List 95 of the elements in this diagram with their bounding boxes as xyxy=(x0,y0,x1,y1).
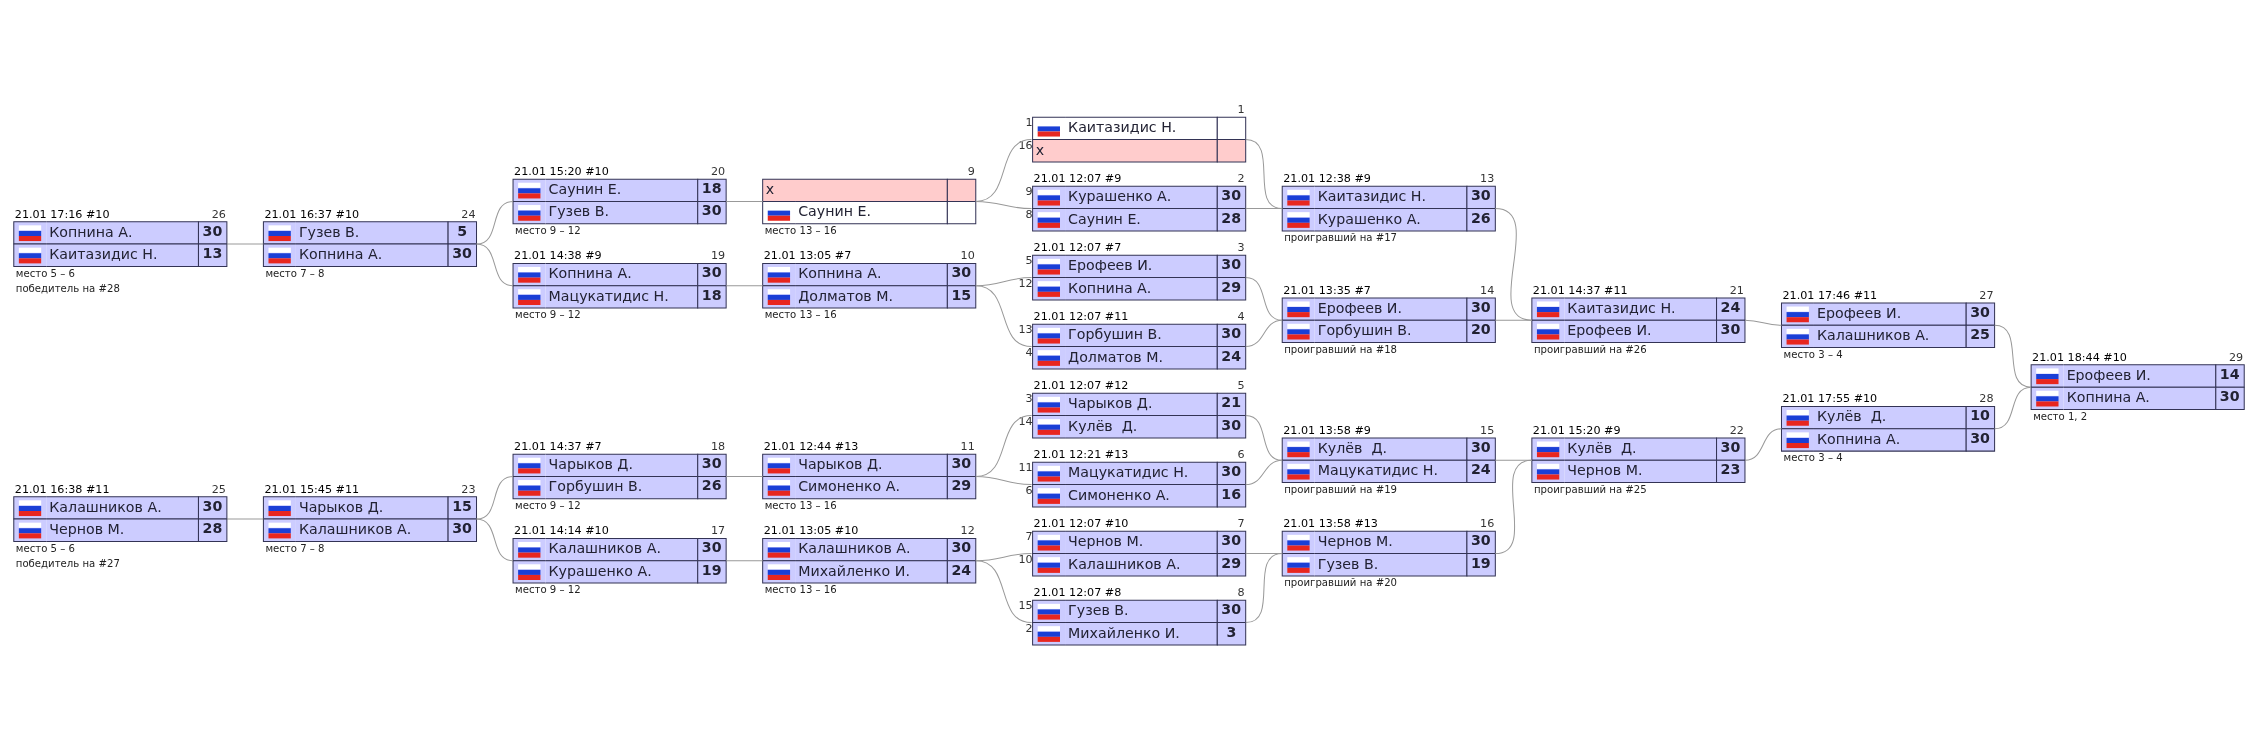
node-label: 20 xyxy=(710,164,726,178)
node-label: 7 xyxy=(1025,530,1033,544)
node-label: проигравший на #20 xyxy=(1284,577,1398,589)
node-label: место 13 – 16 xyxy=(764,224,837,236)
node-label: 5 xyxy=(1237,379,1245,393)
node-label: 6 xyxy=(1025,483,1033,497)
node-label: 21.01 17:16 #10 xyxy=(14,207,110,221)
node-label: 21.01 16:37 #10 xyxy=(264,207,360,221)
node-label: 4 xyxy=(1237,310,1245,324)
node-label: 11 xyxy=(960,439,975,453)
node-label: 27 xyxy=(1979,288,1994,302)
node-label: 14 xyxy=(1480,283,1495,297)
node-label: 21.01 15:20 #10 xyxy=(514,164,609,178)
node-label: 15 xyxy=(1480,423,1495,437)
node-label: 1 xyxy=(1237,103,1245,116)
node-label: 19 xyxy=(710,249,726,263)
node-label: 8 xyxy=(1025,207,1033,221)
node-label: 21.01 17:55 #10 xyxy=(1782,392,1878,406)
node-label: 28 xyxy=(1979,392,1994,406)
node-label: 2 xyxy=(1237,172,1245,186)
node-label: 21.01 13:58 #13 xyxy=(1283,517,1378,531)
node-label: 21.01 12:38 #9 xyxy=(1283,172,1371,186)
node-label: 4 xyxy=(1025,345,1033,359)
node-label: место 13 – 16 xyxy=(764,584,837,596)
node-label: 10 xyxy=(1018,552,1033,566)
node-label: место 9 – 12 xyxy=(515,499,581,511)
node-label: 21.01 18:44 #10 xyxy=(2032,350,2127,364)
node-label: 16 xyxy=(1018,138,1033,152)
node-label: 13 xyxy=(1018,323,1033,337)
node-label: 12 xyxy=(1018,276,1033,290)
node-label: 5 xyxy=(1025,254,1033,268)
node-label: место 5 – 6 xyxy=(15,267,75,279)
node-label: 21.01 12:07 #11 xyxy=(1033,310,1129,324)
node-label: 21.01 16:38 #11 xyxy=(14,482,110,496)
node-label: проигравший на #17 xyxy=(1284,232,1398,244)
node-label: 21.01 12:07 #8 xyxy=(1033,586,1122,600)
node-label: место 9 – 12 xyxy=(515,309,581,321)
node-label: проигравший на #19 xyxy=(1284,483,1398,495)
node-label: 26 xyxy=(211,207,226,221)
node-label: 3 xyxy=(1237,241,1245,255)
node-label: 16 xyxy=(1480,517,1495,531)
node-label: 9 xyxy=(1025,185,1033,199)
node-label: 12 xyxy=(960,524,975,538)
node-label: место 3 – 4 xyxy=(1783,348,1843,360)
node-label: 11 xyxy=(1018,461,1033,475)
node-label: 21.01 14:14 #10 xyxy=(514,524,609,538)
node-label: 29 xyxy=(2229,350,2244,364)
node-label: проигравший на #18 xyxy=(1284,343,1398,355)
node-label: место 1, 2 xyxy=(2033,410,2088,422)
node-label: 14 xyxy=(1018,414,1033,428)
node-label: 21 xyxy=(1729,283,1744,297)
node-label: 18 xyxy=(710,439,726,453)
node-label: 21.01 13:35 #7 xyxy=(1283,283,1371,297)
node-label: 21.01 15:45 #11 xyxy=(264,482,360,496)
node-label: место 13 – 16 xyxy=(764,309,837,321)
node-label: 8 xyxy=(1237,586,1245,600)
node-label: 9 xyxy=(967,164,975,178)
node-label: 1 xyxy=(1025,116,1033,130)
node-label: 2 xyxy=(1025,621,1033,635)
node-label: 6 xyxy=(1237,448,1245,462)
node-label: место 7 – 8 xyxy=(265,542,325,554)
node-label: 25 xyxy=(211,482,226,496)
node-label: 24 xyxy=(461,207,476,221)
node-label: 23 xyxy=(461,482,476,496)
node-label: 21.01 14:37 #7 xyxy=(514,439,602,453)
node-label: 21.01 12:07 #7 xyxy=(1033,241,1122,255)
node-label: место 9 – 12 xyxy=(515,584,581,596)
node-label: 21.01 12:07 #10 xyxy=(1033,517,1129,531)
node-label: 21.01 14:37 #11 xyxy=(1532,283,1628,297)
node-label: 22 xyxy=(1729,423,1744,437)
node-label: победитель на #27 xyxy=(15,557,120,569)
node-label: 21.01 13:05 #10 xyxy=(763,524,859,538)
node-label: 21.01 17:46 #11 xyxy=(1782,288,1878,302)
node-label: 21.01 12:44 #13 xyxy=(763,439,859,453)
node-label: 21.01 12:07 #12 xyxy=(1033,379,1129,393)
node-label: 21.01 12:07 #9 xyxy=(1033,172,1122,186)
node-label: место 3 – 4 xyxy=(1783,452,1843,464)
node-label: 13 xyxy=(1480,172,1495,186)
node-label: 15 xyxy=(1018,599,1033,613)
node-label: победитель на #28 xyxy=(15,282,120,294)
node-label: 21.01 14:38 #9 xyxy=(514,249,602,263)
node-label: место 7 – 8 xyxy=(265,267,325,279)
node-label: место 9 – 12 xyxy=(515,224,581,236)
node-label: 21.01 12:21 #13 xyxy=(1033,448,1129,462)
node-label: место 13 – 16 xyxy=(764,499,837,511)
node-label: место 5 – 6 xyxy=(15,542,75,554)
node-label: 21.01 13:58 #9 xyxy=(1283,423,1371,437)
node-label: 3 xyxy=(1025,392,1033,406)
node-label: 10 xyxy=(960,249,975,263)
node-label: 21.01 13:05 #7 xyxy=(763,249,852,263)
node-label: проигравший на #26 xyxy=(1533,343,1647,355)
node-label: 21.01 15:20 #9 xyxy=(1532,423,1621,437)
node-label: 7 xyxy=(1237,517,1245,531)
node-label: проигравший на #25 xyxy=(1533,483,1647,495)
node-label: 17 xyxy=(710,524,726,538)
